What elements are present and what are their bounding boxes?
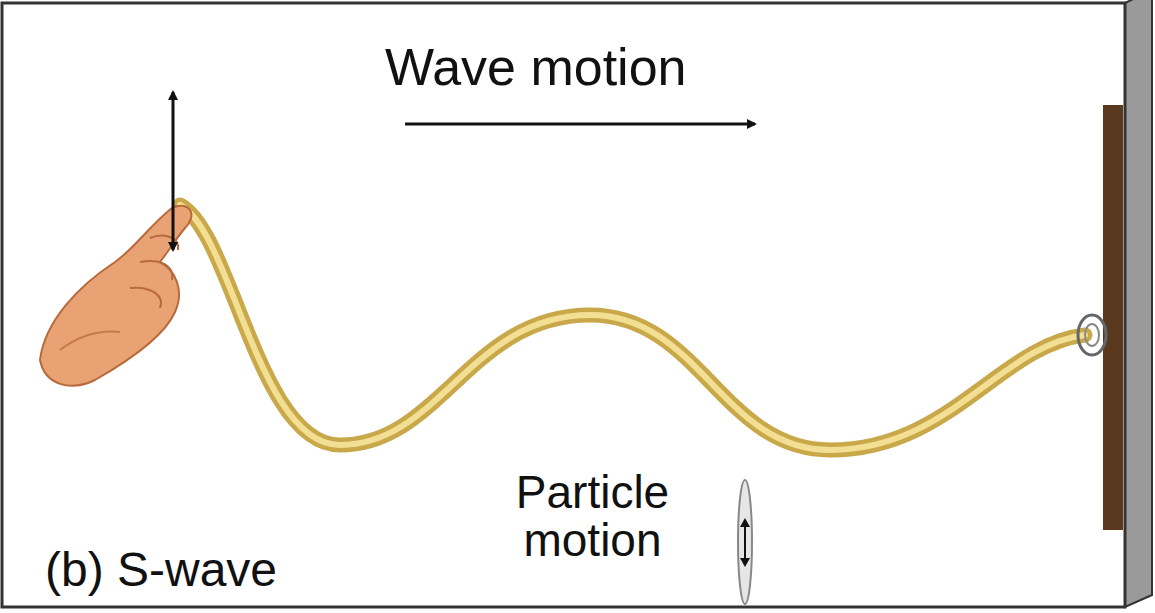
motion-arrow	[172, 92, 175, 250]
ring	[1078, 315, 1106, 355]
ring-inner	[1085, 324, 1099, 346]
rope-highlight	[180, 205, 1085, 450]
box-side	[1125, 0, 1152, 607]
figure-label: (b) S-wave	[45, 545, 277, 595]
direction-arrow	[405, 123, 755, 126]
wall	[1103, 105, 1123, 530]
rope	[180, 205, 1085, 450]
box-frame	[2, 3, 1125, 607]
direction-label: Wave motion	[385, 40, 687, 95]
particle-label: Particle motion	[460, 468, 725, 565]
hand	[40, 206, 191, 386]
particle-motion-symbol	[738, 480, 752, 604]
